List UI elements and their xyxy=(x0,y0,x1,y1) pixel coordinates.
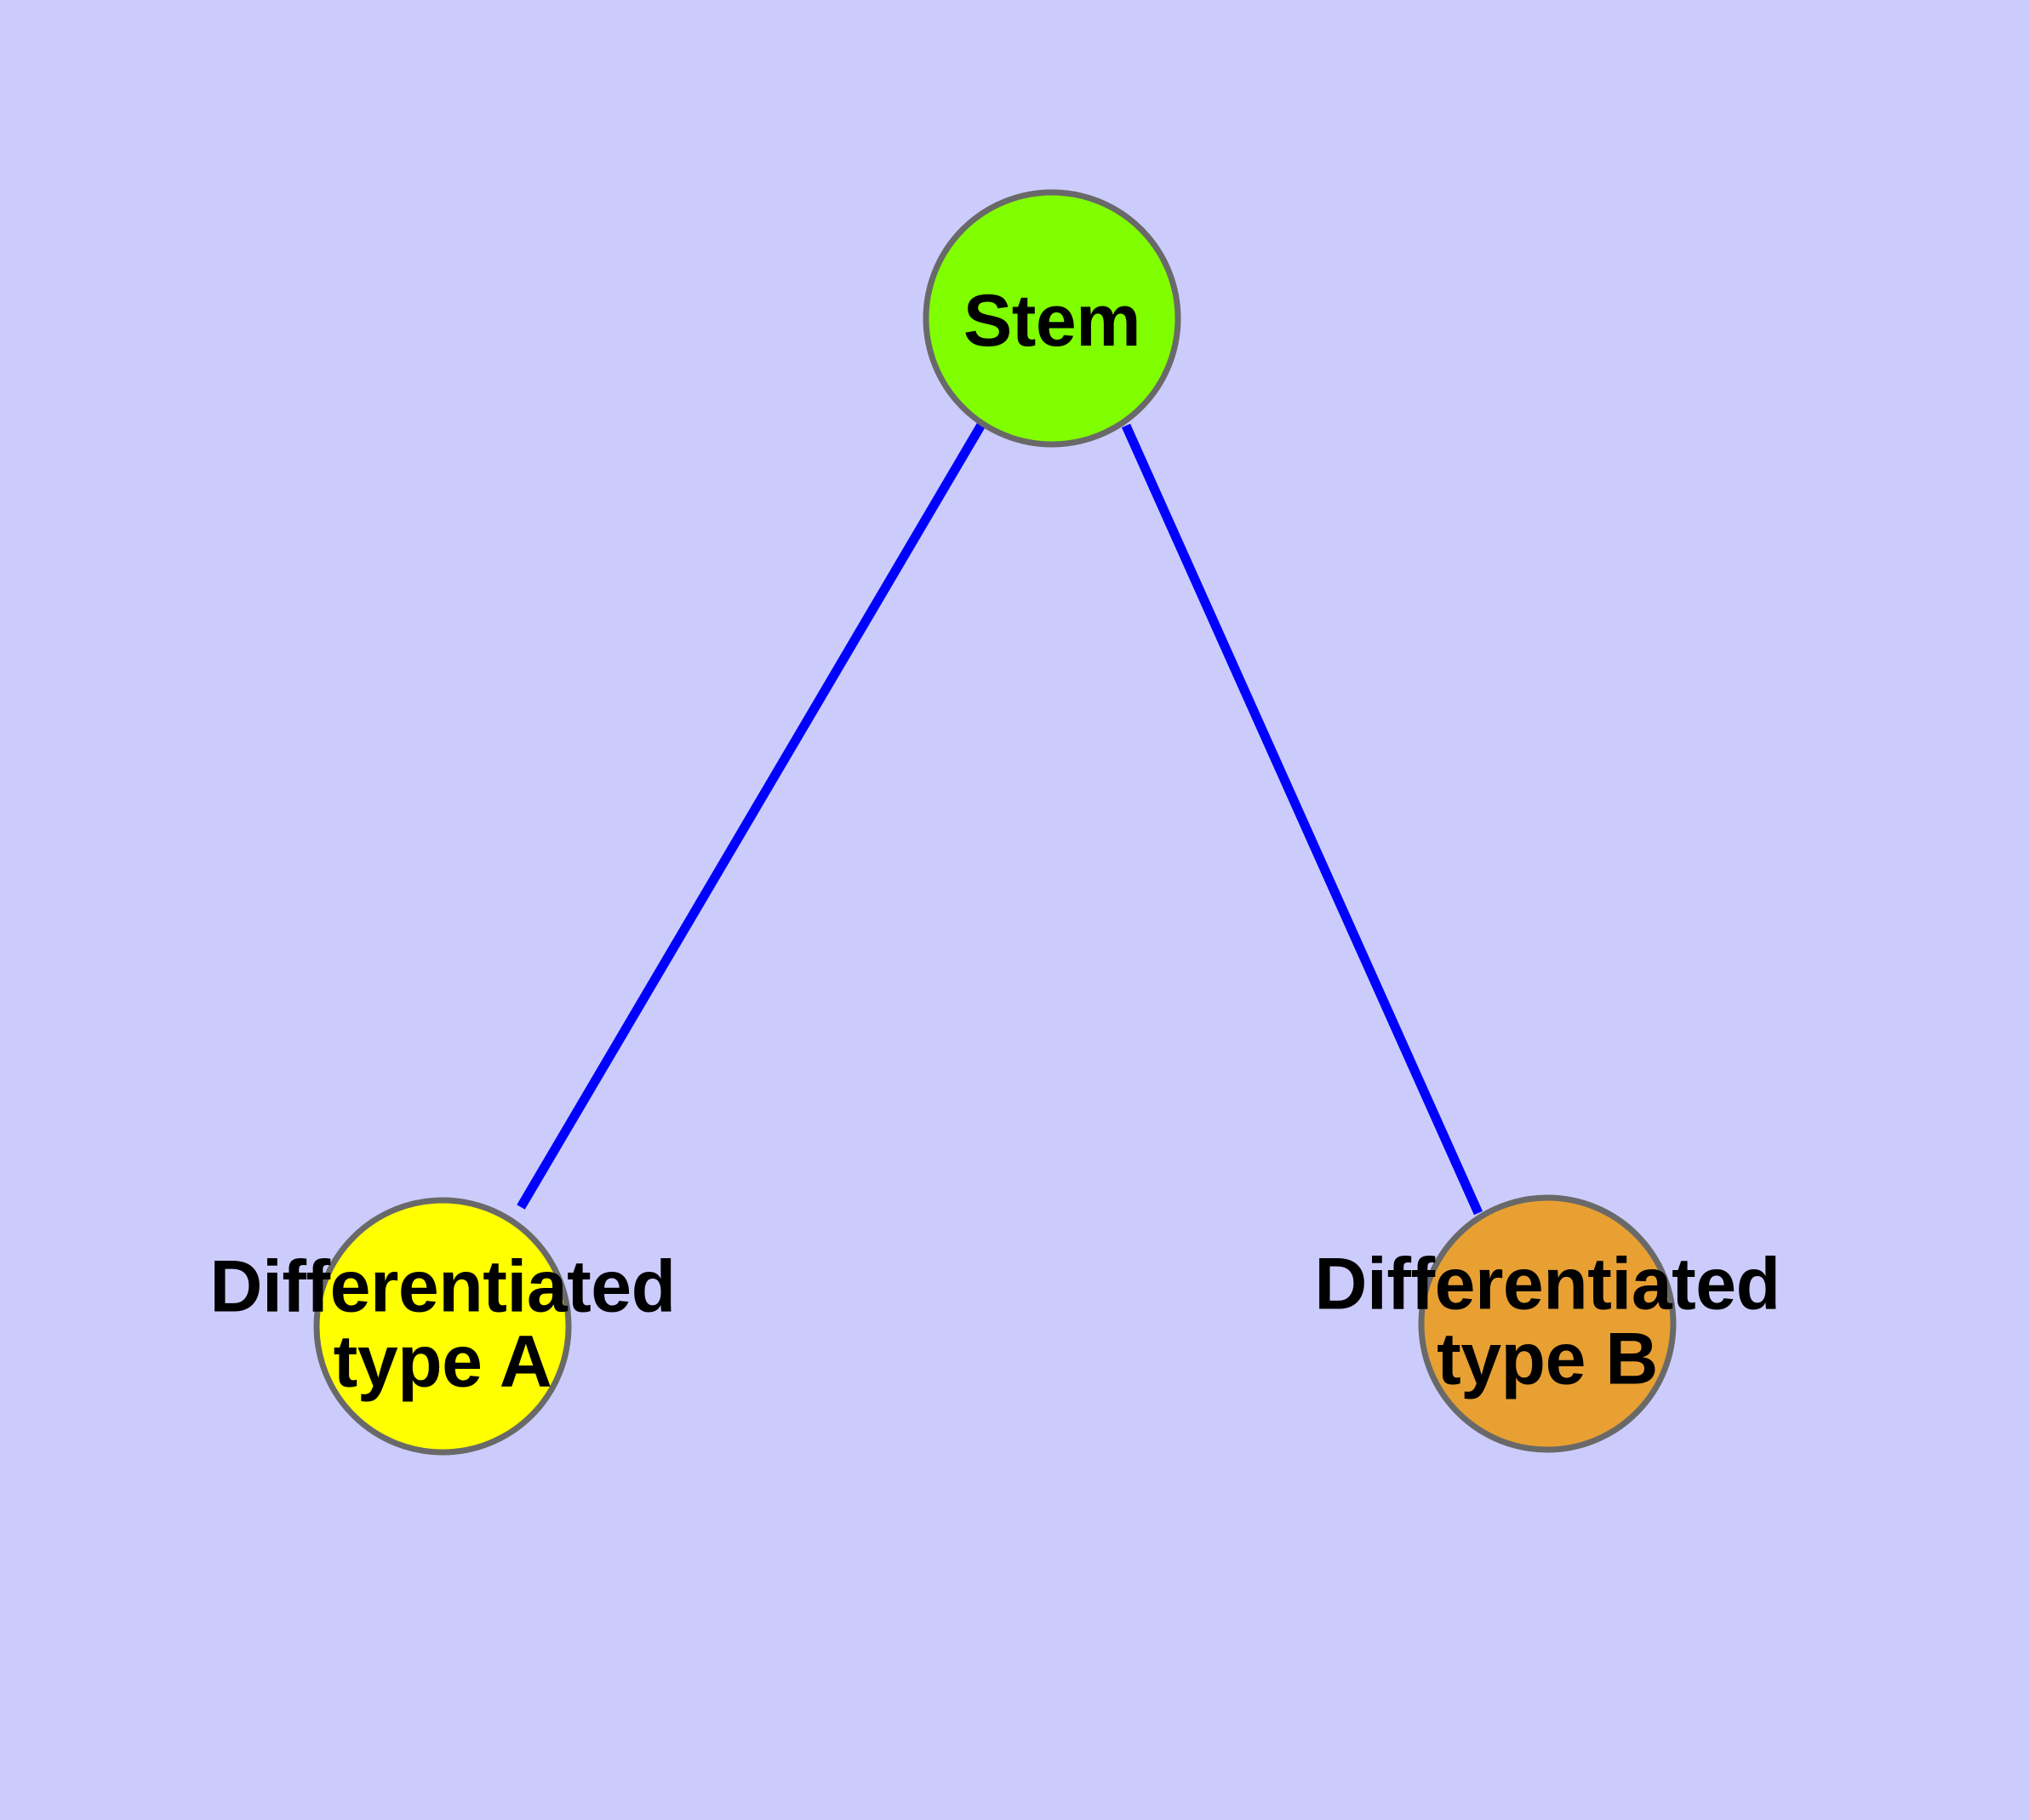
node-circle-stem[interactable] xyxy=(923,189,1181,448)
edge-layer xyxy=(517,422,1483,1216)
node-layer xyxy=(313,189,1677,1456)
edge-stem-to-diff-a[interactable] xyxy=(517,422,986,1210)
node-circle-diff-b[interactable] xyxy=(1418,1194,1677,1453)
edge-stem-to-diff-b[interactable] xyxy=(1121,423,1483,1216)
node-circle-diff-a[interactable] xyxy=(313,1197,572,1456)
